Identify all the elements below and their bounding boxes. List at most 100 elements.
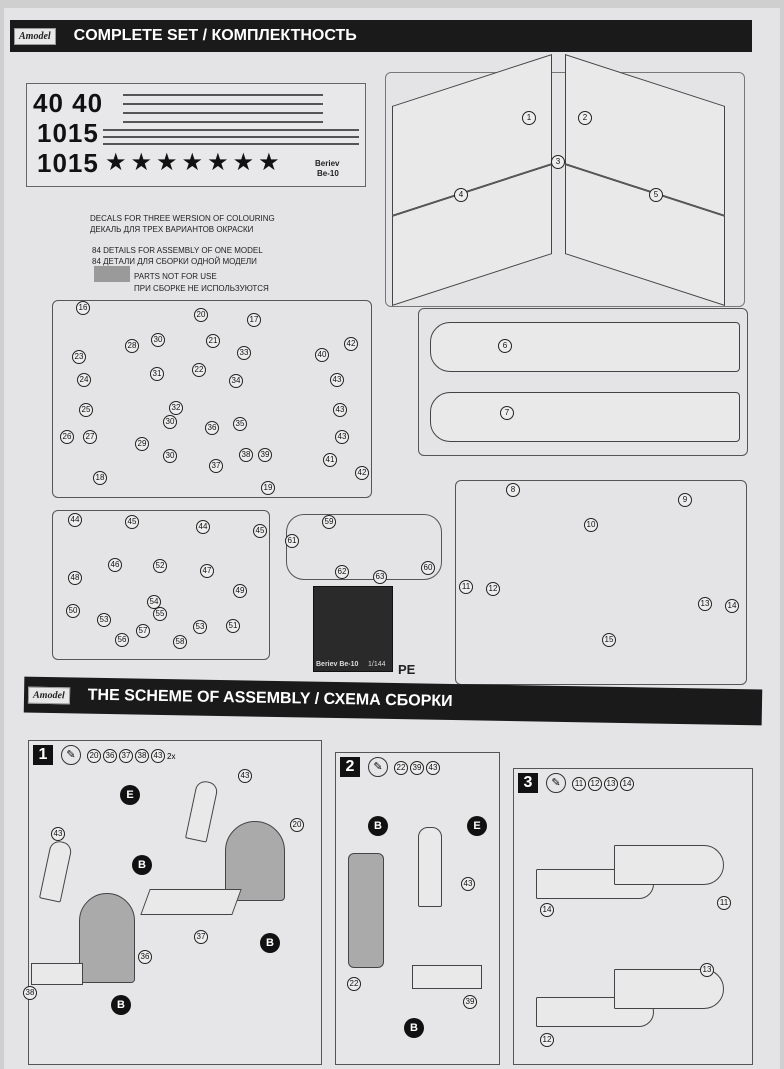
- canopy-sprue: [286, 514, 442, 580]
- note: 84 ДЕТАЛИ ДЛЯ СБОРКИ ОДНОЙ МОДЕЛИ: [92, 257, 257, 266]
- part-number: 13: [700, 963, 714, 977]
- paint-callout: B: [368, 816, 388, 836]
- note: DECALS FOR THREE WERSION OF COLOURING: [90, 214, 275, 223]
- decal-number: 1015: [37, 148, 99, 178]
- part-number: 48: [68, 571, 82, 585]
- part-number: 54: [147, 595, 161, 609]
- part-number: 19: [261, 481, 275, 495]
- part-number: 37: [194, 930, 208, 944]
- part-number: 43: [51, 827, 65, 841]
- paint-callout: E: [120, 785, 140, 805]
- fuselage-sprue: [418, 308, 748, 456]
- part-number: 53: [193, 620, 207, 634]
- part-number: 22: [394, 761, 408, 775]
- glue-icon: ✎: [368, 757, 388, 777]
- unused-parts-swatch: [94, 266, 130, 282]
- part-number: 7: [500, 406, 514, 420]
- amodel-logo: Amodel: [27, 686, 70, 704]
- part-number: 60: [421, 561, 435, 575]
- part-number: 43: [151, 749, 165, 763]
- part-number: 56: [115, 633, 129, 647]
- part-number: 11: [572, 777, 586, 791]
- step-number: 1: [33, 745, 53, 765]
- part-number: 35: [233, 417, 247, 431]
- paint-callout: B: [111, 995, 131, 1015]
- part-number: 39: [410, 761, 424, 775]
- part-number: 58: [173, 635, 187, 649]
- part-number: 30: [163, 449, 177, 463]
- paint-callout: B: [132, 855, 152, 875]
- part-number: 14: [725, 599, 739, 613]
- part-number: 24: [77, 373, 91, 387]
- part-number: 27: [83, 430, 97, 444]
- part-number: 11: [717, 896, 731, 910]
- part-number: 63: [373, 570, 387, 584]
- part-number: 41: [323, 453, 337, 467]
- part-number: 30: [163, 415, 177, 429]
- part-number: 12: [588, 777, 602, 791]
- part-number: 59: [322, 515, 336, 529]
- note: ДЕКАЛЬ ДЛЯ ТРЕХ ВАРИАНТОВ ОКРАСКИ: [90, 225, 254, 234]
- part-number: 38: [135, 749, 149, 763]
- part-number: 36: [205, 421, 219, 435]
- part-number: 14: [540, 903, 554, 917]
- part-number: 45: [125, 515, 139, 529]
- photo-etch-fret: Beriev Be-10 1/144: [313, 586, 393, 672]
- glue-icon: ✎: [546, 773, 566, 793]
- part-number: 16: [76, 301, 90, 315]
- part-number: 11: [459, 580, 473, 594]
- part-number: 13: [604, 777, 618, 791]
- part-number: 22: [192, 363, 206, 377]
- part-number: 12: [486, 582, 500, 596]
- part-number: 28: [125, 339, 139, 353]
- part-number: 10: [584, 518, 598, 532]
- part-number: 34: [229, 374, 243, 388]
- part-number: 23: [72, 350, 86, 364]
- part-number: 5: [649, 188, 663, 202]
- part-number: 51: [226, 619, 240, 633]
- part-number: 33: [237, 346, 251, 360]
- part-number: 37: [119, 749, 133, 763]
- part-number: 20: [194, 308, 208, 322]
- decal-stars: ★★★★★★★: [105, 149, 284, 176]
- step-number: 2: [340, 757, 360, 777]
- part-number: 50: [66, 604, 80, 618]
- paint-callout: B: [404, 1018, 424, 1038]
- part-number: 36: [138, 950, 152, 964]
- part-number: 9: [678, 493, 692, 507]
- part-number: 30: [151, 333, 165, 347]
- part-number: 17: [247, 313, 261, 327]
- part-number: 62: [335, 565, 349, 579]
- part-number: 26: [60, 430, 74, 444]
- part-number: 44: [196, 520, 210, 534]
- decal-sheet: 40 40 1015 1015 ★★★★★★★ Beriev Be-10: [26, 83, 366, 187]
- part-number: 44: [68, 513, 82, 527]
- part-number: 40: [315, 348, 329, 362]
- paint-callout: E: [467, 816, 487, 836]
- paint-callout: B: [260, 933, 280, 953]
- part-number: 38: [239, 448, 253, 462]
- decal-number: 40 40: [33, 88, 104, 118]
- part-number: 57: [136, 624, 150, 638]
- decal-number: 1015: [37, 118, 99, 148]
- part-number: 43: [461, 877, 475, 891]
- part-number: 43: [335, 430, 349, 444]
- part-number: 55: [153, 607, 167, 621]
- part-number: 37: [209, 459, 223, 473]
- part-number: 43: [333, 403, 347, 417]
- wheels-sprue: [52, 510, 270, 660]
- amodel-logo: Amodel: [14, 27, 56, 45]
- cockpit-sprue: [52, 300, 372, 498]
- part-number: 13: [698, 597, 712, 611]
- part-number: 22: [347, 977, 361, 991]
- part-number: 18: [93, 471, 107, 485]
- part-number: 43: [330, 373, 344, 387]
- part-number: 3: [551, 155, 565, 169]
- part-number: 39: [463, 995, 477, 1009]
- part-number: 25: [79, 403, 93, 417]
- part-number: 29: [135, 437, 149, 451]
- part-number: 36: [103, 749, 117, 763]
